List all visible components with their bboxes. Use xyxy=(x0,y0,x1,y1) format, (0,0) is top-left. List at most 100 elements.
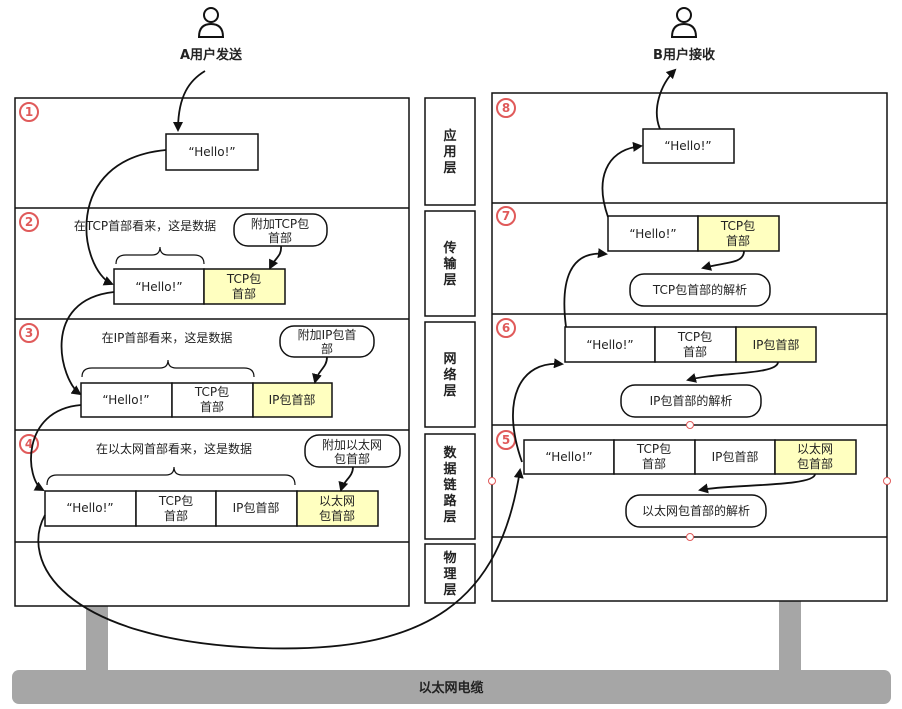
arrow-app-to-receiver xyxy=(656,68,677,130)
svg-text:以太网包首部的解析: 以太网包首部的解析 xyxy=(642,503,750,518)
packet-5-eth-line1: 以太网 xyxy=(797,441,833,456)
callout-add-ip: 附加IP包首 部 xyxy=(279,325,375,358)
user-b-icon xyxy=(670,7,698,38)
svg-text:附加TCP包: 附加TCP包 xyxy=(251,217,309,231)
packet-6-tcp-header xyxy=(654,326,737,363)
svg-text:附加以太网: 附加以太网 xyxy=(322,437,382,452)
note-ip-view: 在IP首部看来，这是数据 xyxy=(102,330,233,345)
arrow-datalink-to-network xyxy=(512,358,564,463)
svg-text:理: 理 xyxy=(443,567,456,582)
packet-4-eth-line1: 以太网 xyxy=(319,493,355,508)
note-tcp-view: 在TCP首部看来，这是数据 xyxy=(74,218,216,233)
user-a-icon xyxy=(197,7,225,38)
packet-2-tcp-header xyxy=(203,268,286,305)
step-2-circle xyxy=(19,212,39,232)
packet-5-tcp-line1: TCP包 xyxy=(636,442,671,456)
packet-6-tcp-line1: TCP包 xyxy=(677,330,712,344)
packet-4-eth-header xyxy=(296,490,379,527)
packet-5-tcp-header xyxy=(613,439,696,475)
callout-add-tcp: 附加TCP包 首部 xyxy=(233,213,328,247)
svg-text:路: 路 xyxy=(443,493,457,509)
packet-3-tcp-line1: TCP包 xyxy=(194,385,229,399)
packet-7-data-text: “Hello!” xyxy=(629,227,676,241)
receiver-label: B用户接收 xyxy=(653,47,716,63)
sender-stack xyxy=(14,97,410,607)
packet-1-data-text: “Hello!” xyxy=(188,145,235,159)
svg-text:层: 层 xyxy=(443,583,456,598)
packet-7-data xyxy=(607,215,699,252)
packet-5-eth-header xyxy=(774,439,857,475)
packet-3-tcp-header xyxy=(171,382,254,418)
step-8-circle xyxy=(496,98,516,118)
svg-text:层: 层 xyxy=(443,384,456,399)
arrow-transport-to-app xyxy=(601,141,643,218)
layer-label-application: 应 用 层 xyxy=(442,128,456,176)
packet-8-data-text: “Hello!” xyxy=(664,139,711,153)
arrow-network-to-transport xyxy=(563,248,608,328)
packet-4-tcp-line1: TCP包 xyxy=(158,494,193,508)
packet-7-tcp-line1: TCP包 xyxy=(720,219,755,233)
step-6-circle xyxy=(496,318,516,338)
packet-6-ip-header xyxy=(735,326,817,363)
packet-3-data xyxy=(80,382,173,418)
connection-handles xyxy=(488,421,891,541)
packet-6-data-text: “Hello!” xyxy=(586,338,633,352)
step-7-circle xyxy=(496,206,516,226)
arrow-datalink-across-cable xyxy=(37,468,524,650)
packet-2-tcp-header-line1: TCP包 xyxy=(226,272,261,286)
pointer-parse-tcp xyxy=(701,250,745,271)
packet-6-ip-text: IP包首部 xyxy=(753,337,800,352)
svg-text:包首部: 包首部 xyxy=(334,451,370,466)
packet-3-ip-header xyxy=(252,382,333,418)
brace-ip xyxy=(81,359,255,378)
cable-label: 以太网电缆 xyxy=(418,680,483,696)
packet-5-ip-text: IP包首部 xyxy=(712,449,759,464)
note-eth-view: 在以太网首部看来，这是数据 xyxy=(96,441,252,456)
svg-text:层: 层 xyxy=(443,273,456,288)
svg-text:首部: 首部 xyxy=(268,230,292,245)
layer-label-datalink: 数 据 链 路 层 xyxy=(442,445,457,525)
packet-4-tcp-header xyxy=(135,490,217,527)
packet-4-tcp-line2: 首部 xyxy=(164,508,188,523)
callout-parse-ip: IP包首部的解析 xyxy=(620,384,762,418)
packet-6-tcp-line2: 首部 xyxy=(683,344,707,359)
arrow-app-to-transport xyxy=(85,149,167,286)
svg-text:部: 部 xyxy=(321,341,333,356)
cable-post-right xyxy=(779,601,801,670)
pointer-add-tcp xyxy=(269,245,282,270)
packet-3-data-text: “Hello!” xyxy=(102,393,149,407)
step-4-label: 4 xyxy=(25,437,33,451)
svg-text:链: 链 xyxy=(442,477,457,493)
packet-8-data xyxy=(642,128,735,164)
svg-text:数: 数 xyxy=(443,445,457,461)
packet-4-ip-text: IP包首部 xyxy=(233,500,280,515)
step-1-circle xyxy=(19,102,39,122)
packet-5-eth-line2: 包首部 xyxy=(797,456,833,471)
packet-4-eth-line2: 包首部 xyxy=(319,508,355,523)
pointer-add-ip xyxy=(312,356,328,384)
packet-4-data-text: “Hello!” xyxy=(66,501,113,515)
arrow-sender-to-app xyxy=(173,70,206,132)
callout-parse-eth: 以太网包首部的解析 xyxy=(625,494,767,528)
packet-3-ip-text: IP包首部 xyxy=(269,392,316,407)
arrow-transport-to-network xyxy=(60,291,115,396)
packet-2-data-text: “Hello!” xyxy=(135,280,182,294)
layer-label-physical: 物 理 层 xyxy=(443,550,456,598)
svg-text:输: 输 xyxy=(443,256,457,272)
svg-text:层: 层 xyxy=(443,161,456,176)
svg-text:网: 网 xyxy=(443,352,456,367)
layer-label-network: 网 络 层 xyxy=(443,352,456,399)
layer-labels xyxy=(424,97,476,604)
packet-7-tcp-line2: 首部 xyxy=(726,233,750,248)
step-3-label: 3 xyxy=(25,326,33,340)
pointer-parse-eth xyxy=(698,473,816,494)
brace-eth xyxy=(46,466,296,486)
svg-text:络: 络 xyxy=(443,367,456,383)
arrow-network-to-datalink xyxy=(30,404,82,491)
packet-5-data-text: “Hello!” xyxy=(545,450,592,464)
packet-2-tcp-header-line2: 首部 xyxy=(232,286,256,301)
step-2-label: 2 xyxy=(25,215,33,229)
packet-3-tcp-line2: 首部 xyxy=(200,399,224,414)
svg-text:IP包首部的解析: IP包首部的解析 xyxy=(650,393,733,408)
svg-text:应: 应 xyxy=(443,128,456,144)
